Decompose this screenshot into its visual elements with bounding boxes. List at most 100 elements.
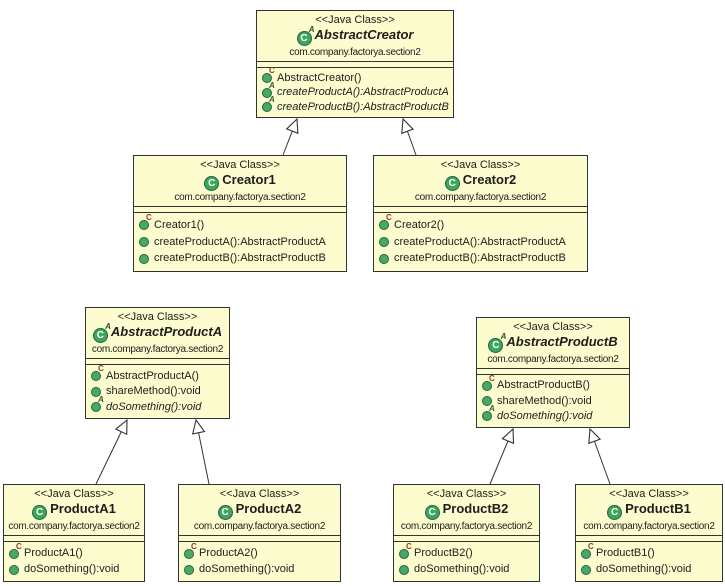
constructor-icon: C xyxy=(399,542,412,559)
public-method-icon xyxy=(379,237,389,247)
method-row[interactable]: C ProductA2() xyxy=(184,542,335,560)
method-row[interactable]: A doSomething():void xyxy=(91,396,224,414)
method-label: createProductA():AbstractProductA xyxy=(394,235,566,248)
method-label: ProductB1() xyxy=(596,547,655,559)
methods-compartment: C AbstractCreator() A createProductA():A… xyxy=(257,67,453,117)
methods-compartment: C ProductA1() doSomething():void xyxy=(4,542,144,581)
method-row[interactable]: doSomething():void xyxy=(184,563,335,576)
abstract-method-icon: A xyxy=(262,81,275,98)
method-row[interactable]: createProductA():AbstractProductA xyxy=(139,236,341,249)
method-row[interactable]: A createProductA():AbstractProductA xyxy=(262,81,449,99)
method-label: createProductB():AbstractProductB xyxy=(154,252,326,265)
methods-compartment: C AbstractProductB() shareMethod():void … xyxy=(477,374,629,427)
java-class-icon: C xyxy=(424,505,440,520)
inheritance-arrow-producta2-abstractproducta[interactable] xyxy=(191,418,210,485)
method-label: AbstractCreator() xyxy=(277,71,362,84)
method-row[interactable]: C Creator1() xyxy=(139,214,341,232)
inheritance-arrow-producta1-abstractproducta[interactable] xyxy=(95,418,128,485)
package-name: com.company.factorya.section2 xyxy=(487,354,619,365)
method-label: doSomething():void xyxy=(24,563,120,575)
method-row[interactable]: C AbstractCreator() xyxy=(262,67,448,85)
inheritance-arrow-creator2-abstractcreator[interactable] xyxy=(401,117,417,156)
method-label: ProductA2() xyxy=(199,547,258,559)
constructor-icon: C xyxy=(581,542,594,559)
method-row[interactable]: A createProductB():AbstractProductB xyxy=(262,96,449,114)
method-row[interactable]: A doSomething():void xyxy=(482,405,624,423)
method-row[interactable]: shareMethod():void xyxy=(482,395,624,408)
public-method-icon xyxy=(9,564,19,575)
methods-compartment: C AbstractProductA() shareMethod():void … xyxy=(86,365,229,418)
stereotype-label: <<Java Class>> xyxy=(426,488,507,500)
fields-compartment xyxy=(374,207,587,213)
stereotype-label: <<Java Class>> xyxy=(315,14,395,26)
method-row[interactable]: doSomething():void xyxy=(9,563,139,576)
method-row[interactable]: doSomething():void xyxy=(399,563,534,576)
constructor-icon: C xyxy=(379,214,392,231)
method-label: ProductB2() xyxy=(414,547,473,559)
method-row[interactable]: C ProductA1() xyxy=(9,542,139,560)
fields-compartment xyxy=(134,207,346,213)
method-row[interactable]: C ProductB2() xyxy=(399,542,534,560)
class-name: AbstractProductB xyxy=(506,334,618,349)
methods-compartment: C ProductA2() doSomething():void xyxy=(179,542,340,581)
method-row[interactable]: C AbstractProductB() xyxy=(482,374,624,392)
inheritance-arrow-productb1-abstractproductb[interactable] xyxy=(588,427,611,485)
java-class-icon: C xyxy=(444,176,460,191)
method-row[interactable]: createProductB():AbstractProductB xyxy=(379,252,582,265)
inheritance-arrow-productb2-abstractproductb[interactable] xyxy=(489,427,515,485)
constructor-icon: C xyxy=(262,67,275,83)
method-label: createProductA():AbstractProductA xyxy=(277,86,449,98)
stereotype-label: <<Java Class>> xyxy=(219,488,300,500)
fields-compartment xyxy=(576,536,722,542)
methods-compartment: C Creator2() createProductA():AbstractPr… xyxy=(374,213,587,271)
constructor-icon: C xyxy=(91,365,104,381)
method-row[interactable]: shareMethod():void xyxy=(91,385,224,398)
fields-compartment xyxy=(4,536,144,542)
class-name: AbstractCreator xyxy=(314,27,414,42)
package-name: com.company.factorya.section2 xyxy=(8,521,140,532)
inheritance-arrow-creator1-abstractcreator[interactable] xyxy=(282,117,299,156)
method-row[interactable]: createProductA():AbstractProductA xyxy=(379,236,582,249)
package-name: com.company.factorya.section2 xyxy=(193,521,326,532)
method-row[interactable]: C ProductB1() xyxy=(581,542,717,560)
package-name: com.company.factorya.section2 xyxy=(174,192,306,203)
class-name: Creator1 xyxy=(222,172,276,187)
method-row[interactable]: doSomething():void xyxy=(581,563,717,576)
java-class-icon: C xyxy=(32,505,48,520)
method-row[interactable]: createProductB():AbstractProductB xyxy=(139,252,341,265)
method-label: doSomething():void xyxy=(199,563,295,575)
class-name: ProductA1 xyxy=(50,501,116,516)
class-name: ProductA2 xyxy=(235,501,302,516)
method-label: shareMethod():void xyxy=(497,394,592,407)
java-class-icon: C xyxy=(204,176,220,191)
method-row[interactable]: C AbstractProductA() xyxy=(91,365,224,383)
constructor-icon: C xyxy=(482,374,495,391)
package-name: com.company.factorya.section2 xyxy=(414,192,547,203)
method-row[interactable]: C Creator2() xyxy=(379,214,582,232)
method-label: createProductA():AbstractProductA xyxy=(154,235,326,248)
method-label: doSomething():void xyxy=(414,563,510,575)
